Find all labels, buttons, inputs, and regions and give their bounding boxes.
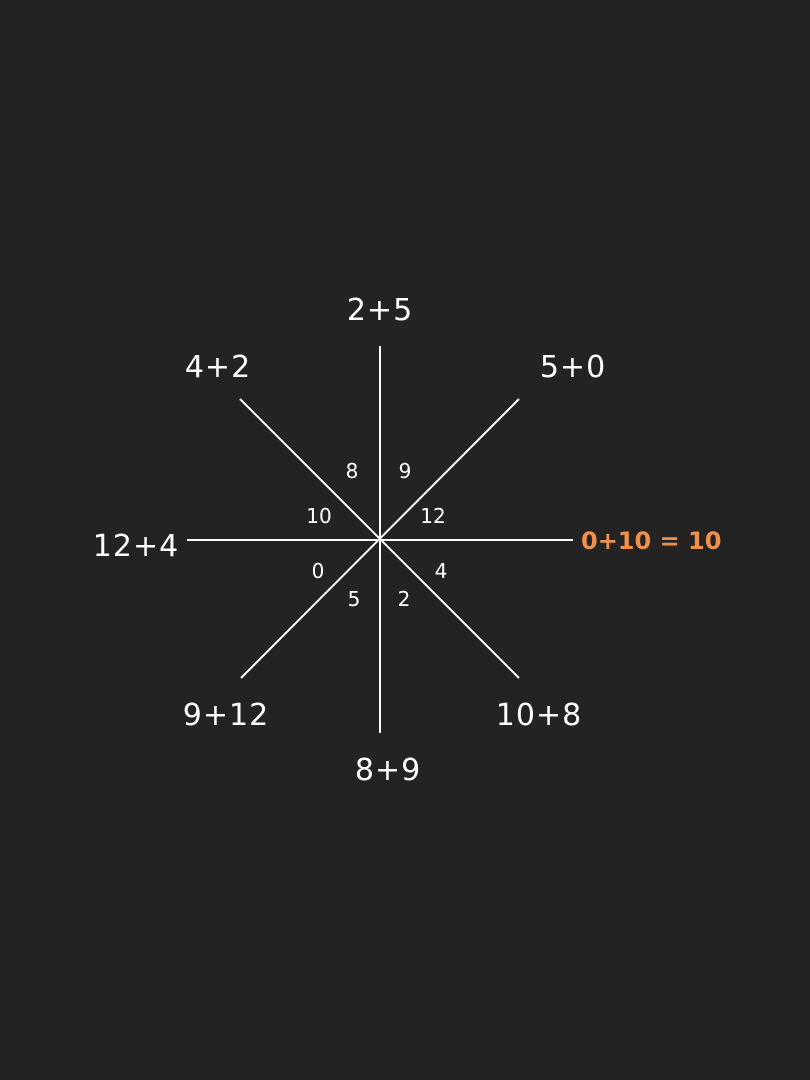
spoke-diagonal-nw-se: [239, 398, 520, 679]
outer-label-w: 12+4: [93, 529, 179, 564]
outer-label-ne: 5+0: [540, 350, 606, 385]
outer-label-se: 10+8: [496, 698, 582, 733]
outer-label-s: 8+9: [355, 753, 421, 788]
inner-label-s-left: 5: [348, 587, 361, 611]
outer-label-sw: 9+12: [183, 698, 269, 733]
inner-label-w-upper: 10: [306, 504, 331, 528]
inner-label-ne-lower: 12: [420, 504, 445, 528]
outer-label-n: 2+5: [347, 293, 413, 328]
inner-label-nw-right: 8: [346, 459, 359, 483]
inner-labels: 8 9 10 12 0 4 5 2: [306, 459, 447, 611]
inner-label-e-lower: 4: [435, 559, 448, 583]
inner-label-se-left: 2: [398, 587, 411, 611]
answer-label: 0+10 = 10: [581, 527, 721, 555]
spokes: [187, 346, 573, 733]
outer-labels: 2+5 5+0 10+8 8+9 9+12 12+4 4+2: [93, 293, 606, 788]
inner-label-n-right: 9: [399, 459, 412, 483]
inner-label-sw-upper: 0: [312, 559, 325, 583]
outer-label-nw: 4+2: [185, 350, 251, 385]
